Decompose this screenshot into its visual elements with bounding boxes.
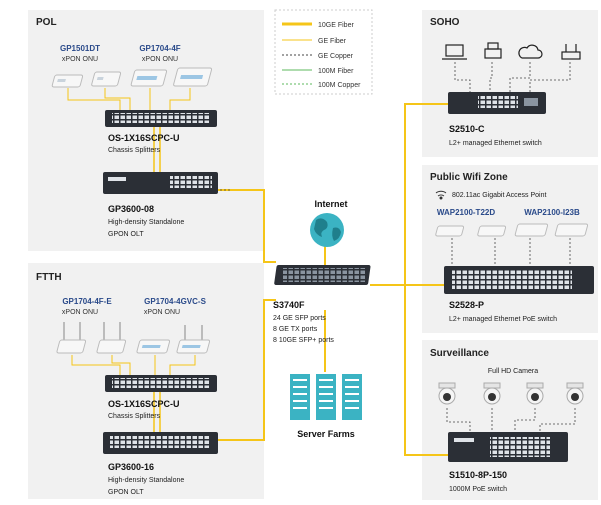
onu-icon xyxy=(130,69,168,87)
access-point-icon xyxy=(435,225,465,237)
legend-label-100m-fiber: 100M Fiber xyxy=(318,68,354,75)
wifi-title: Public Wifi Zone xyxy=(430,172,508,183)
internet-label: Internet xyxy=(314,199,347,209)
pol-onu1-model: GP1501DT xyxy=(60,44,100,53)
ftth-onu-devices xyxy=(56,322,211,354)
ftth-olt-device xyxy=(103,432,218,454)
wifi-switch-name: S2528-P xyxy=(449,300,484,310)
onu-icon xyxy=(176,339,211,354)
pol-onu2-model: GP1704-4F xyxy=(139,44,180,53)
ftth-splitter-desc: Chassis Splitters xyxy=(108,413,161,420)
onu-icon xyxy=(96,339,127,354)
pol-splitter-name: OS-1X16SCPC-U xyxy=(108,133,180,143)
surveillance-switch-desc: 1000M PoE switch xyxy=(449,486,507,493)
wifi-switch-device xyxy=(444,266,594,294)
copper-links xyxy=(212,62,576,432)
camera-icon xyxy=(483,382,501,405)
access-point-icons xyxy=(435,223,589,237)
ftth-onu1-model: GP1704-4F-E xyxy=(62,297,112,306)
pol-panel xyxy=(28,10,264,251)
ftth-splitter-device xyxy=(105,375,217,392)
onu-icon xyxy=(51,74,84,88)
soho-switch-device xyxy=(448,92,546,114)
pol-onu-devices xyxy=(51,67,213,88)
access-point-icon xyxy=(514,223,549,237)
pol-olt-desc2: GPON OLT xyxy=(108,231,144,238)
soho-switch-name: S2510-C xyxy=(449,124,485,134)
onu-icon xyxy=(136,339,171,354)
cloud-storage-icon xyxy=(518,44,543,59)
access-point-icon xyxy=(477,225,507,237)
camera-label: Full HD Camera xyxy=(488,368,538,375)
wifi-panel xyxy=(422,165,598,333)
camera-icon xyxy=(438,382,456,405)
surveillance-title: Surveillance xyxy=(430,348,489,359)
pol-olt-device xyxy=(103,172,218,194)
ftth-splitter-name: OS-1X16SCPC-U xyxy=(108,399,180,409)
ftth-olt-name: GP3600-16 xyxy=(108,462,154,472)
wifi-ap1-model: WAP2100-T22D xyxy=(437,208,495,217)
printer-icon xyxy=(484,42,502,59)
globe-icon xyxy=(310,213,344,247)
camera-icon xyxy=(526,382,544,405)
router-icon xyxy=(561,44,581,60)
onu-icon xyxy=(173,67,213,87)
ftth-olt-desc2: GPON OLT xyxy=(108,489,144,496)
pol-title: POL xyxy=(36,17,57,28)
legend-label-100m-copper: 100M Copper xyxy=(318,82,361,89)
pol-olt-name: GP3600-08 xyxy=(108,204,154,214)
pol-olt-desc1: High-density Standalone xyxy=(108,219,184,226)
legend-label-ge-fiber: GE Fiber xyxy=(318,38,347,45)
pol-splitter-device xyxy=(105,110,217,127)
soho-switch-desc: L2+ managed Ethernet switch xyxy=(449,140,542,147)
access-point-icon xyxy=(554,223,589,237)
legend: 10GE Fiber GE Fiber GE Copper 100M Fiber… xyxy=(274,9,373,95)
surveillance-panel xyxy=(422,340,598,500)
wifi-signal-icon xyxy=(435,190,447,200)
ftth-onu1-type: xPON ONU xyxy=(62,309,98,316)
soho-endpoint-icons xyxy=(442,42,581,60)
fiber-links xyxy=(67,88,448,456)
surveillance-switch-name: S1510-8P-150 xyxy=(449,470,507,480)
onu-icon xyxy=(56,339,87,354)
laptop-icon xyxy=(442,44,467,60)
legend-label-10ge-fiber: 10GE Fiber xyxy=(318,22,354,29)
pol-splitter-desc: Chassis Splitters xyxy=(108,147,161,154)
core-port-3: 8 10GE SFP+ ports xyxy=(273,337,334,344)
pol-onu1-type: xPON ONU xyxy=(62,56,98,63)
server-farm-icon xyxy=(290,374,362,420)
pol-onu2-type: xPON ONU xyxy=(142,56,178,63)
core-port-1: 24 GE SFP ports xyxy=(273,315,326,322)
ftth-olt-desc1: High-density Standalone xyxy=(108,477,184,484)
core-switch-device xyxy=(274,265,371,285)
ftth-onu2-type: xPON ONU xyxy=(144,309,180,316)
ftth-onu2-model: GP1704-4GVC-S xyxy=(144,297,206,306)
soho-title: SOHO xyxy=(430,17,460,28)
camera-icon xyxy=(566,382,584,405)
legend-label-ge-copper: GE Copper xyxy=(318,53,354,60)
wifi-ap2-model: WAP2100-I23B xyxy=(524,208,580,217)
camera-icons xyxy=(438,382,584,405)
wifi-ap-desc: 802.11ac Gigabit Access Point xyxy=(452,192,546,199)
onu-icon xyxy=(91,71,122,87)
core-port-2: 8 GE TX ports xyxy=(273,326,318,333)
core-switch-name: S3740F xyxy=(273,300,305,310)
wifi-switch-desc: L2+ managed Ethernet PoE switch xyxy=(449,316,557,323)
ftth-title: FTTH xyxy=(36,272,62,283)
surveillance-switch-device xyxy=(448,432,568,462)
server-farms-label: Server Farms xyxy=(297,429,355,439)
